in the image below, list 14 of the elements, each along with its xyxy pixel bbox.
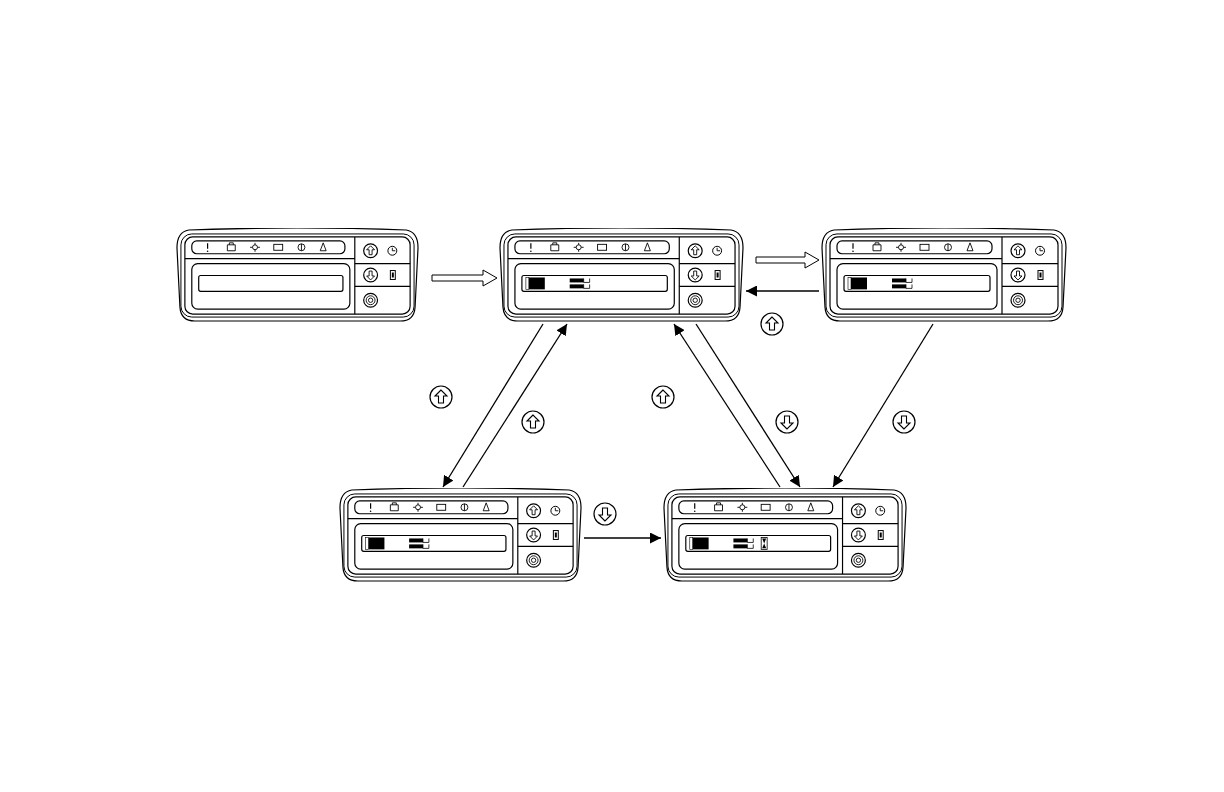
control-panel-drawing: [338, 488, 583, 583]
arrow: [832, 323, 934, 488]
arrow: [462, 323, 568, 488]
arrow: [745, 285, 820, 297]
control-panel-drawing: [820, 228, 1068, 323]
arrow: [442, 323, 544, 488]
control-panel-drawing: [662, 488, 908, 583]
arrow: [431, 269, 498, 287]
arrow: [583, 532, 662, 544]
arrow: [695, 323, 801, 488]
control-panel-drawing: [498, 228, 745, 323]
arrow: [673, 323, 781, 488]
control-panel-drawing: [175, 228, 420, 323]
arrow: [755, 251, 820, 269]
